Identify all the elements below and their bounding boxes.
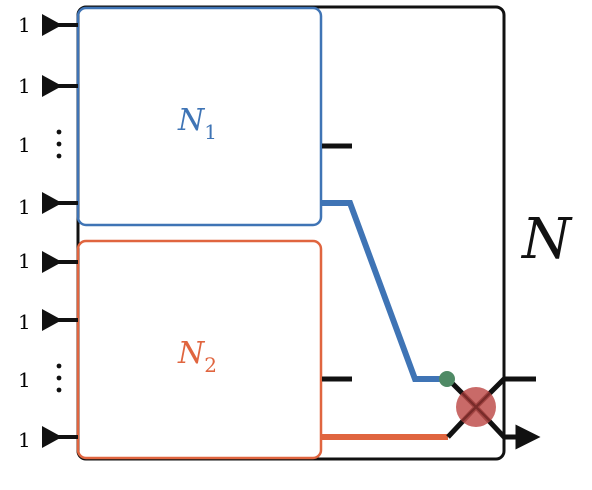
input-labels: 1 1 1 1 1 1 1 1 (18, 13, 31, 452)
input-arrow (42, 14, 78, 36)
subnet-n2-subscript: 2 (204, 353, 217, 377)
input-label: 1 (18, 13, 31, 37)
ellipsis-icon (56, 129, 62, 159)
subnet-n1-wire (322, 200, 446, 382)
input-label: 1 (18, 368, 31, 392)
outer-network-label: N (520, 207, 573, 272)
merge-dot-icon (439, 371, 455, 387)
ellipsis-dots (56, 129, 62, 393)
input-label: 1 (18, 249, 31, 273)
subnet-n1-subscript: 1 (204, 120, 217, 144)
input-arrow (42, 309, 78, 331)
input-label: 1 (18, 195, 31, 219)
subnet-n1-box (76, 6, 323, 227)
input-arrows (42, 14, 78, 448)
input-label: 1 (18, 310, 31, 334)
input-arrow (42, 426, 78, 448)
input-label: 1 (18, 428, 31, 452)
ellipsis-icon (56, 363, 62, 393)
subnet-n2-base: N (177, 336, 206, 371)
input-arrow (42, 251, 78, 273)
input-arrow (42, 75, 78, 97)
subnet-n2-label: N2 (177, 336, 217, 377)
subnet-n1-base: N (177, 103, 206, 138)
subnet-n2-box (76, 239, 323, 460)
input-arrow (42, 192, 78, 214)
input-label: 1 (18, 133, 31, 157)
outer-network-box (76, 5, 506, 461)
subnet-n1-label: N1 (177, 103, 217, 144)
input-label: 1 (18, 74, 31, 98)
cross-node-icon (456, 387, 496, 427)
